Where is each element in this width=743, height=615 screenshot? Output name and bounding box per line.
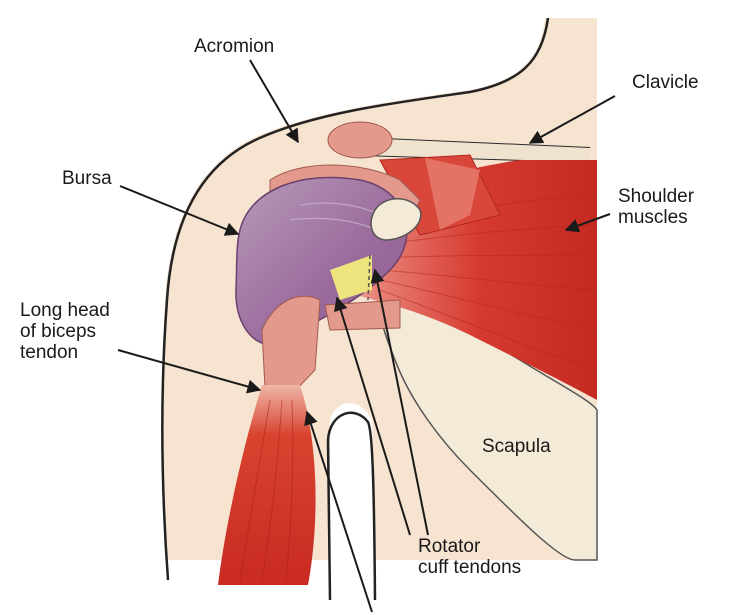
acromion-bone xyxy=(327,121,393,159)
torso-outline xyxy=(326,411,377,601)
label-shoulder-muscles: Shoulder muscles xyxy=(618,186,695,228)
label-rotator-cuff-tendons: Rotator cuff tendons xyxy=(418,536,522,578)
label-clavicle: Clavicle xyxy=(632,72,699,93)
bursa-pointer xyxy=(119,185,240,236)
rotator-cuff-highlight xyxy=(330,255,372,300)
bottom-pointer xyxy=(304,410,373,613)
acromion-pointer xyxy=(249,59,299,144)
label-long-head-of-biceps: Long head of biceps tendon xyxy=(20,300,110,363)
pointer-lines xyxy=(117,59,616,613)
rotator-cuff-pointer-2 xyxy=(370,268,429,536)
long-head-pointer xyxy=(117,349,262,394)
rotator-cuff-pointer-1 xyxy=(334,296,411,536)
bursa xyxy=(235,176,408,346)
label-scapula: Scapula xyxy=(482,436,551,457)
shoulder-muscles-pointer xyxy=(564,213,611,233)
skin-outline xyxy=(161,17,550,581)
label-acromion: Acromion xyxy=(194,36,275,57)
biceps-muscle xyxy=(218,385,316,585)
label-bursa: Bursa xyxy=(62,168,112,189)
clavicle-pointer xyxy=(528,95,616,144)
biceps-tendon xyxy=(261,295,321,391)
